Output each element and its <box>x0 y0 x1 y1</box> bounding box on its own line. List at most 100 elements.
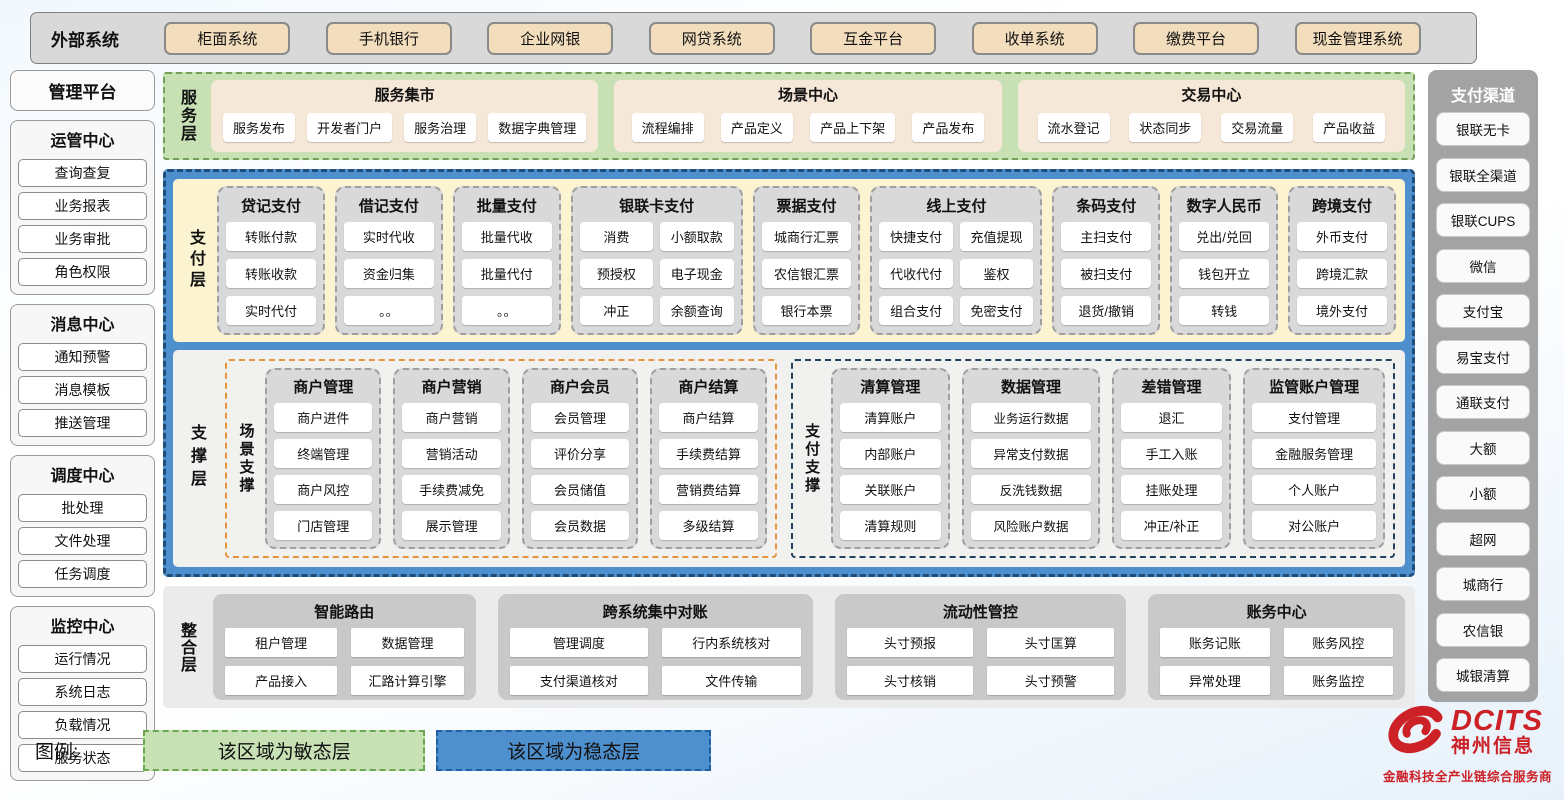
payment-column: 批量支付批量代收批量代付。。 <box>452 186 561 335</box>
payment-item: 银行本票 <box>761 296 852 325</box>
integration-item: 账务监控 <box>1283 666 1393 695</box>
service-group-items: 流水登记状态同步交易流量产品收益 <box>1026 109 1397 146</box>
support-column-items: 支付管理金融服务管理个人账户对公账户 <box>1252 403 1376 540</box>
payment-column: 借记支付实时代收资金归集。。 <box>334 186 443 335</box>
support-item: 内部账户 <box>839 439 942 468</box>
payment-item: 转账付款 <box>226 222 316 251</box>
brand-name-en: DCITS <box>1451 705 1543 738</box>
payment-item: 充值提现 <box>959 222 1034 251</box>
integration-groups: 智能路由租户管理数据管理产品接入汇路计算引擎跨系统集中对账管理调度行内系统核对支… <box>213 594 1405 700</box>
integration-item: 支付渠道核对 <box>509 666 649 695</box>
management-item: 查询查复 <box>18 159 147 187</box>
main-architecture: 服务层 服务集市服务发布开发者门户服务治理数据字典管理场景中心流程编排产品定义产… <box>163 72 1415 708</box>
integration-item: 数据管理 <box>351 628 464 657</box>
payment-column-title: 贷记支付 <box>240 198 301 215</box>
support-column: 差错管理退汇手工入账挂账处理冲正/补正 <box>1111 368 1232 549</box>
management-group: 监控中心运行情况系统日志负载情况服务状态 <box>10 606 155 781</box>
payment-item: 实时代收 <box>343 222 434 251</box>
integration-group: 智能路由租户管理数据管理产品接入汇路计算引擎 <box>213 594 476 700</box>
payment-item: 组合支付 <box>879 296 953 325</box>
payment-item: 快捷支付 <box>879 222 953 251</box>
support-item: 异常支付数据 <box>971 439 1091 468</box>
payment-column: 银联卡支付消费小额取款预授权电子现金冲正余额查询 <box>570 186 743 335</box>
management-item: 业务审批 <box>18 225 147 253</box>
payment-item: 。。 <box>343 296 434 325</box>
service-group: 交易中心流水登记状态同步交易流量产品收益 <box>1017 80 1405 152</box>
support-column: 数据管理业务运行数据异常支付数据反洗钱数据风险账户数据 <box>962 368 1100 549</box>
support-item: 商户营销 <box>402 403 501 432</box>
external-system-chip: 现金管理系统 <box>1294 21 1421 55</box>
service-group-items: 服务发布开发者门户服务治理数据字典管理 <box>219 109 590 146</box>
support-groups: 场景支撑商户管理商户进件终端管理商户风控门店管理商户营销商户营销营销活动手续费减… <box>225 359 1395 558</box>
payment-item: 冲正 <box>579 296 654 325</box>
payment-channel: 小额 <box>1436 476 1530 510</box>
support-item: 手续费减免 <box>402 475 501 504</box>
integration-item: 产品接入 <box>225 666 338 695</box>
support-item: 反洗钱数据 <box>971 475 1091 504</box>
support-item: 展示管理 <box>402 511 501 540</box>
legend-agile-layer: 该区域为敏态层 <box>143 730 426 771</box>
service-item: 服务发布 <box>223 113 296 142</box>
integration-item: 头寸核销 <box>846 666 974 695</box>
support-item: 关联账户 <box>839 475 942 504</box>
service-layer-label: 服务层 <box>178 89 195 143</box>
support-item: 营销活动 <box>402 439 501 468</box>
support-item: 金融服务管理 <box>1252 439 1376 468</box>
integration-item: 行内系统核对 <box>662 628 801 657</box>
external-system-chip: 企业网银 <box>487 21 614 55</box>
payment-column-items: 城商行汇票农信银汇票银行本票 <box>761 222 852 325</box>
management-item: 业务报表 <box>18 192 147 220</box>
support-item: 商户风控 <box>274 475 373 504</box>
management-item: 批处理 <box>18 494 147 522</box>
support-item: 商户进件 <box>274 403 373 432</box>
payment-channel: 大额 <box>1436 430 1530 465</box>
payment-item: 转钱 <box>1179 296 1270 325</box>
payment-column-items: 消费小额取款预授权电子现金冲正余额查询 <box>579 222 734 325</box>
management-item: 文件处理 <box>18 527 147 555</box>
support-column-title: 商户会员 <box>550 379 611 396</box>
support-column-title: 商户结算 <box>678 379 739 396</box>
support-item: 清算账户 <box>839 403 942 432</box>
service-item: 服务治理 <box>404 113 477 142</box>
integration-item: 异常处理 <box>1160 666 1270 695</box>
external-systems-label: 外部系统 <box>51 30 119 50</box>
brand-logo: DCITS 神州信息 金融科技全产业链综合服务商 <box>1383 700 1563 785</box>
support-item: 多级结算 <box>659 511 758 540</box>
support-column: 商户结算商户结算手续费结算营销费结算多级结算 <box>650 368 767 549</box>
integration-layer: 整合层 智能路由租户管理数据管理产品接入汇路计算引擎跨系统集中对账管理调度行内系… <box>163 586 1415 708</box>
external-system-chip: 柜面系统 <box>164 21 291 55</box>
management-item: 运行情况 <box>18 645 147 673</box>
service-group: 服务集市服务发布开发者门户服务治理数据字典管理 <box>211 80 599 152</box>
integration-group-title: 账务中心 <box>1246 604 1307 621</box>
management-item: 负载情况 <box>18 711 147 739</box>
payment-column-items: 兑出/兑回钱包开立转钱 <box>1179 222 1270 325</box>
support-column: 监管账户管理支付管理金融服务管理个人账户对公账户 <box>1243 368 1385 549</box>
payment-column: 线上支付快捷支付充值提现代收代付鉴权组合支付免密支付 <box>870 186 1043 335</box>
support-group-label: 场景支撑 <box>237 422 255 495</box>
payment-column: 数字人民币兑出/兑回钱包开立转钱 <box>1170 186 1279 335</box>
payment-channel: 城商行 <box>1436 567 1530 601</box>
service-item: 交易流量 <box>1221 113 1294 142</box>
support-column-title: 差错管理 <box>1141 379 1202 396</box>
external-system-chip: 收单系统 <box>971 21 1098 55</box>
payment-item: 外币支付 <box>1297 222 1387 251</box>
support-column-items: 退汇手工入账挂账处理冲正/补正 <box>1120 403 1223 540</box>
management-platform-title: 管理平台 <box>10 70 155 111</box>
support-item: 评价分享 <box>530 439 630 468</box>
payment-item: 农信银汇票 <box>761 259 852 288</box>
integration-layer-label: 整合层 <box>178 621 195 673</box>
support-group-label: 支付支撑 <box>803 422 821 495</box>
integration-item: 头寸匡算 <box>987 628 1115 657</box>
external-system-chip: 互金平台 <box>810 21 937 55</box>
payment-column-title: 跨境支付 <box>1312 198 1373 215</box>
payment-item: 城商行汇票 <box>761 222 852 251</box>
service-group-title: 场景中心 <box>777 87 838 104</box>
service-item: 产品上下架 <box>810 113 896 142</box>
management-group-title: 监控中心 <box>50 619 115 636</box>
payment-item: 小额取款 <box>660 222 734 251</box>
service-item: 流程编排 <box>631 113 704 142</box>
payment-column-items: 转账付款转账收款实时代付 <box>226 222 316 325</box>
payment-column-title: 条码支付 <box>1076 198 1137 215</box>
payment-column: 条码支付主扫支付被扫支付退货/撤销 <box>1052 186 1161 335</box>
